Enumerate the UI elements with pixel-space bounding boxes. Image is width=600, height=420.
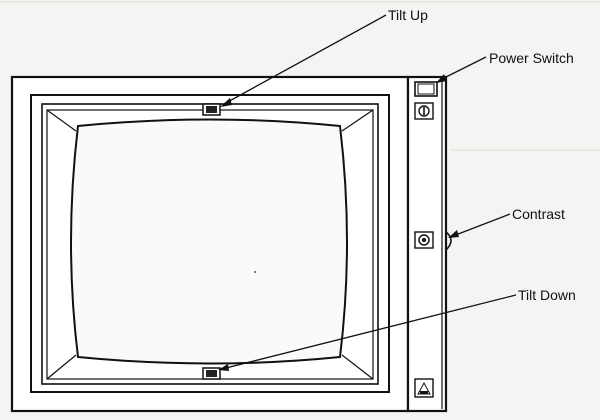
screen-speck [254,271,256,273]
tilt-up-control[interactable] [202,103,221,116]
crt-screen [70,118,348,365]
panel-bottom-icon [414,378,434,398]
power-indicator [414,102,434,120]
background-ghost-marks [0,1,600,151]
bezel-frame [30,94,390,393]
contrast-label: Contrast [512,206,565,222]
tilt-down-label: Tilt Down [518,287,576,303]
callout-lines [218,14,517,371]
tilt-down-control[interactable] [202,367,221,380]
bezel-bevels [46,109,374,380]
power-switch-label: Power Switch [489,50,574,66]
contrast-control[interactable] [414,231,434,249]
tilt-up-label: Tilt Up [388,7,428,23]
contrast-knob[interactable] [445,231,452,251]
power-switch[interactable] [414,81,438,97]
